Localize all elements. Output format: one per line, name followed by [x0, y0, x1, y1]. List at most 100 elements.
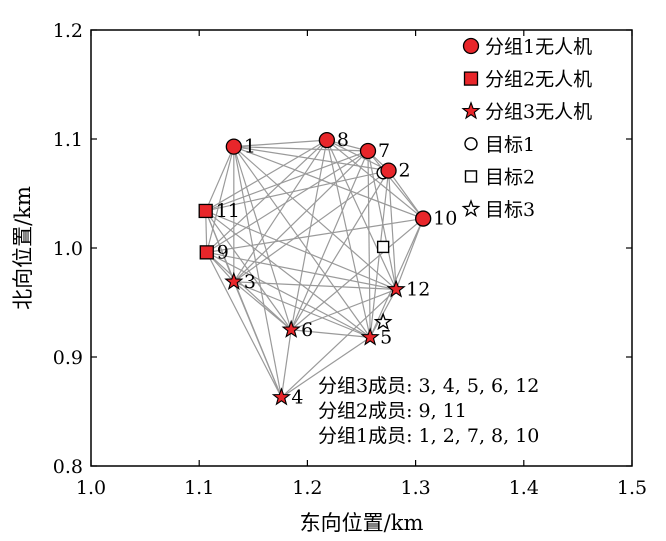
y-tick-label-4: 1.2 — [53, 20, 83, 42]
legend-marker-4 — [464, 170, 478, 183]
uav-label-7: 7 — [378, 140, 390, 162]
edge-1-4 — [233, 146, 283, 398]
edge-1-11 — [205, 146, 235, 212]
edge-7-11 — [205, 150, 369, 212]
legend-marker-5 — [461, 199, 481, 218]
legend-marker-1 — [463, 71, 479, 86]
uav-marker-3 — [224, 271, 244, 290]
y-tick-label-0: 0.8 — [53, 456, 83, 478]
y-tick-label-1: 0.9 — [53, 347, 83, 369]
edge-3-5 — [233, 281, 371, 338]
group-member-text-1: 分组2成员: 9, 11 — [318, 400, 467, 422]
edge-5-4 — [281, 336, 371, 398]
plot-frame — [90, 29, 633, 467]
uav-label-4: 4 — [291, 386, 303, 408]
edge-2-12 — [387, 170, 397, 290]
uav-marker-1 — [225, 138, 242, 155]
legend-label-3: 目标1 — [485, 134, 535, 156]
group-member-text-0: 分组3成员: 3, 4, 5, 6, 12 — [318, 375, 539, 397]
y-axis-label: 北向位置/km — [11, 186, 35, 310]
uav-marker-8 — [318, 131, 336, 149]
edge-2-10 — [388, 170, 424, 219]
uav-marker-7 — [359, 142, 377, 160]
edge-11-6 — [205, 210, 292, 331]
uav-marker-5 — [360, 327, 380, 346]
x-tick-label-1: 1.1 — [184, 477, 214, 499]
legend-marker-2 — [461, 101, 481, 120]
uav-marker-2 — [380, 162, 397, 179]
uav-marker-9 — [199, 245, 214, 260]
group-member-text-2: 分组1成员: 1, 2, 7, 8, 10 — [318, 425, 539, 447]
tick-layer: 1.0 1.1 1.2 1.3 1.4 1.5 0.8 0.9 1.0 1.1 1.2 — [53, 20, 647, 499]
legend-marker-0 — [462, 37, 480, 55]
edge-9-4 — [206, 252, 282, 398]
edge-10-5 — [369, 218, 424, 338]
edge-7-5 — [367, 150, 371, 338]
edge-7-3 — [233, 150, 369, 283]
edge-10-6 — [290, 218, 424, 331]
edge-11-12 — [205, 210, 397, 290]
y-tick-label-2: 1.0 — [53, 238, 83, 260]
legend-marker-3 — [464, 137, 478, 151]
edge-9-6 — [206, 251, 292, 331]
uav-label-3: 3 — [244, 271, 256, 293]
edge-layer — [205, 139, 424, 398]
edge-3-12 — [233, 281, 397, 291]
legend-label-4: 目标2 — [485, 166, 535, 188]
edge-8-6 — [290, 139, 328, 330]
edge-1-7 — [233, 146, 369, 152]
x-tick-label-3: 1.3 — [400, 477, 430, 499]
x-tick-label-0: 1.0 — [76, 477, 106, 499]
edge-6-5 — [291, 329, 371, 338]
edge-1-10 — [233, 146, 424, 220]
x-tick-label-2: 1.2 — [292, 477, 322, 499]
edge-9-12 — [206, 251, 397, 291]
edge-8-11 — [205, 139, 328, 212]
edge-1-5 — [233, 146, 371, 338]
legend-label-0: 分组1无人机 — [485, 36, 592, 58]
edge-11-5 — [205, 210, 371, 338]
uav-label-2: 2 — [399, 160, 411, 182]
edge-12-4 — [281, 288, 397, 398]
group-annotations: 分组3成员: 3, 4, 5, 6, 12 分组2成员: 9, 11 分组1成员: … — [318, 375, 539, 447]
edge-3-4 — [233, 281, 282, 398]
uav-marker-12 — [386, 279, 406, 298]
edge-10-9 — [206, 217, 424, 253]
uav-marker-10 — [415, 210, 432, 227]
edge-1-8 — [233, 139, 327, 148]
edge-3-6 — [233, 281, 292, 331]
edge-1-2 — [233, 146, 389, 172]
edge-8-3 — [233, 139, 328, 283]
x-tick-label-5: 1.5 — [617, 477, 647, 499]
target-marker-5-0 — [373, 312, 393, 331]
edge-2-11 — [205, 170, 389, 212]
target-marker-4-0 — [376, 240, 390, 254]
x-axis-label: 东向位置/km — [300, 511, 424, 535]
legend-label-2: 分组3无人机 — [485, 101, 592, 123]
edge-2-6 — [290, 170, 390, 331]
edge-10-12 — [395, 218, 424, 290]
y-tick-label-3: 1.1 — [53, 129, 83, 151]
edge-6-12 — [290, 288, 397, 331]
legend-label-5: 目标3 — [485, 199, 535, 221]
uav-label-11: 11 — [216, 200, 240, 222]
edge-1-9 — [206, 146, 235, 253]
uav-marker-6 — [281, 319, 301, 338]
uav-label-10: 10 — [433, 208, 457, 230]
edge-6-4 — [280, 329, 292, 398]
edge-8-10 — [326, 139, 424, 220]
uav-label-1: 1 — [244, 136, 256, 158]
x-tick-label-4: 1.4 — [509, 477, 539, 499]
edge-9-5 — [206, 251, 371, 338]
uav-label-5: 5 — [380, 326, 392, 348]
uav-label-12: 12 — [406, 278, 430, 300]
uav-marker-11 — [198, 203, 213, 219]
edge-7-10 — [367, 150, 424, 219]
edge-2-5 — [369, 170, 390, 338]
uav-label-6: 6 — [301, 319, 313, 341]
legend-label-1: 分组2无人机 — [485, 69, 592, 91]
uav-label-9: 9 — [217, 241, 229, 263]
